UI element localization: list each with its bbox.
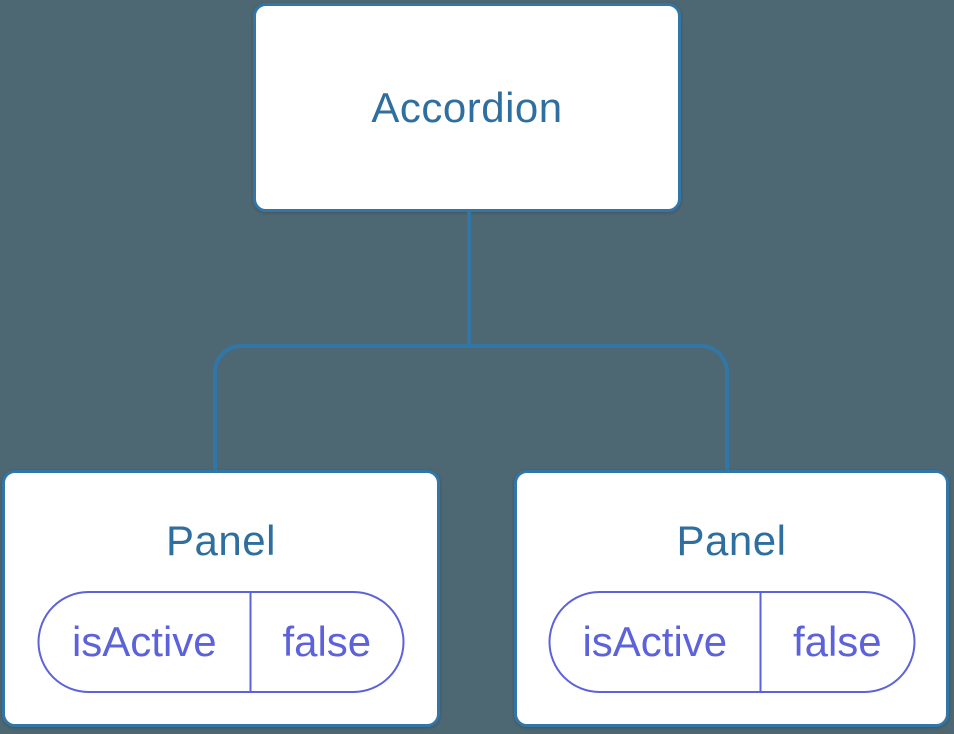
- panel-node-label: Panel: [676, 517, 787, 564]
- state-pill: isActive false: [37, 591, 405, 693]
- state-key: isActive: [40, 593, 252, 691]
- state-pill: isActive false: [548, 591, 915, 693]
- state-value: false: [282, 618, 372, 665]
- state-value: false: [792, 618, 882, 665]
- accordion-node-label: Accordion: [371, 83, 563, 131]
- state-key: isActive: [550, 593, 762, 691]
- panel-node-left: Panel isActive false: [2, 470, 440, 727]
- panel-node-label: Panel: [166, 517, 276, 564]
- panel-node-right: Panel isActive false: [514, 470, 949, 727]
- connector-vertical-line: [467, 212, 471, 344]
- accordion-node: Accordion: [253, 3, 681, 212]
- connector-bracket: [213, 344, 729, 470]
